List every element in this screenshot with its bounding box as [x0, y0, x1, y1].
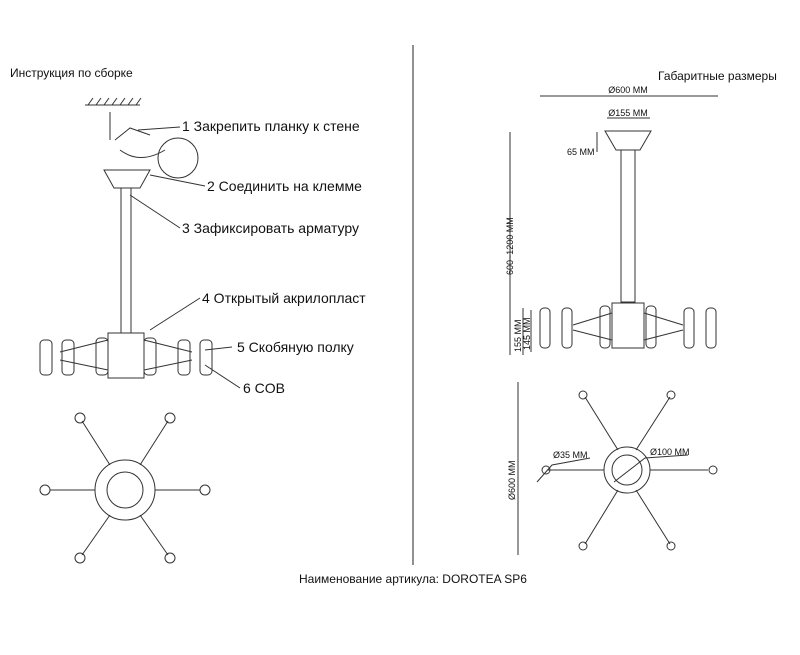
step-4: 4 Открытый акрилопласт [202, 290, 366, 306]
side-view-right [509, 95, 718, 355]
article-name: Наименование артикула: DOROTEA SP6 [299, 572, 527, 586]
step-1: 1 Закрепить планку к стене [182, 118, 360, 134]
dim-h2: 145 MM [522, 317, 532, 350]
step-5: 5 Скобяную полку [237, 339, 354, 355]
dim-center: Ø100 MM [650, 447, 690, 457]
top-view-right [517, 382, 718, 555]
step-2: 2 Соединить на клемме [207, 178, 362, 194]
dim-canopy-height: 65 MM [567, 147, 595, 157]
dim-lamp: Ø35 MM [553, 450, 588, 460]
right-title: Габаритные размеры [658, 69, 777, 83]
left-title: Инструкция по сборке [10, 66, 133, 80]
side-view-left [39, 97, 241, 389]
dim-h1: 155 MM [513, 319, 523, 352]
dim-diameter: Ø600 MM [507, 460, 517, 500]
step-3: 3 Зафиксировать арматуру [182, 220, 359, 236]
top-view-left [39, 412, 211, 564]
dim-height: 600~1200 MM [505, 217, 515, 275]
dim-canopy: Ø155 MM [608, 108, 648, 118]
step-6: 6 COB [243, 380, 285, 396]
dim-width: Ø600 MM [608, 85, 648, 95]
